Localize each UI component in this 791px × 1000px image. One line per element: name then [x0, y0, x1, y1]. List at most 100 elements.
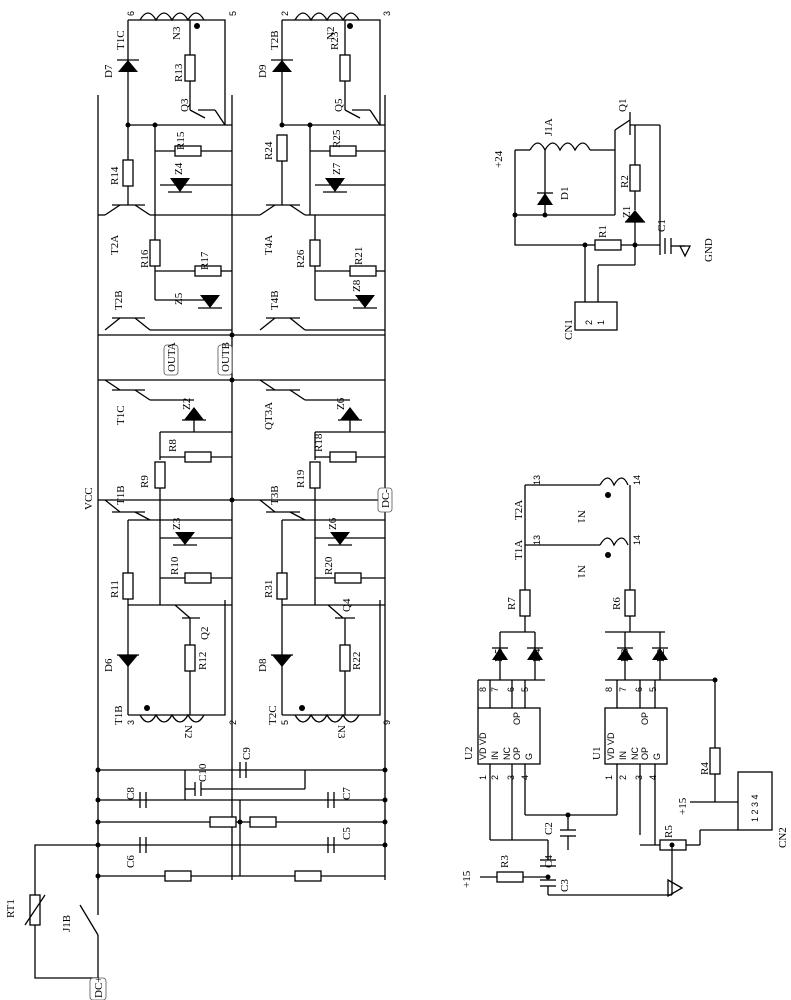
svg-text:G: G	[652, 753, 662, 760]
svg-text:Q3: Q3	[179, 98, 191, 112]
resistor-r31	[276, 572, 288, 600]
zener-z8	[315, 295, 377, 309]
svg-text:R19: R19	[295, 469, 307, 488]
svg-text:C5: C5	[341, 827, 353, 840]
svg-text:C10: C10	[197, 763, 209, 782]
winding-n3-top	[139, 12, 205, 29]
svg-text:R17: R17	[199, 251, 211, 270]
resistor-r8	[184, 451, 212, 463]
svg-text:OP: OP	[512, 712, 522, 725]
svg-text:8: 8	[604, 687, 614, 692]
svg-text:T1A: T1A	[513, 540, 525, 560]
svg-text:Q1: Q1	[617, 99, 629, 112]
svg-text:Z6: Z6	[327, 517, 339, 530]
svg-text:T1C: T1C	[115, 30, 127, 50]
svg-text:R31: R31	[263, 580, 275, 598]
svg-text:C4: C4	[543, 855, 555, 868]
transistor-t4b	[259, 317, 385, 331]
svg-text:4: 4	[520, 775, 530, 780]
svg-text:5: 5	[228, 11, 238, 16]
svg-text:R22: R22	[351, 652, 363, 670]
svg-text:9: 9	[382, 720, 392, 725]
svg-text:NC: NC	[630, 747, 640, 760]
svg-text:1: 1	[478, 775, 488, 780]
svg-text:5: 5	[520, 687, 530, 692]
diode-d6	[117, 605, 139, 715]
svg-text:D7: D7	[103, 64, 115, 78]
svg-text:8: 8	[478, 687, 488, 692]
zener-z4	[154, 125, 232, 215]
resistor-r13	[184, 54, 196, 82]
svg-text:3: 3	[506, 775, 516, 780]
svg-text:D9: D9	[257, 64, 269, 78]
svg-text:Z1: Z1	[621, 206, 633, 218]
winding-n3-bottom	[294, 705, 360, 723]
svg-text:5: 5	[648, 687, 658, 692]
svg-text:C9: C9	[241, 747, 253, 760]
svg-text:T1B: T1B	[115, 485, 127, 505]
svg-text:T2A: T2A	[109, 235, 121, 255]
transistor-t1c	[104, 379, 151, 401]
zener-z7	[309, 125, 385, 215]
svg-text:R20: R20	[323, 556, 335, 575]
diode-d7	[117, 45, 139, 125]
svg-text:6: 6	[634, 687, 644, 692]
resistor-r24	[276, 134, 288, 162]
resistor-r21	[349, 265, 377, 277]
resistor-r22	[339, 644, 351, 672]
svg-text:T4B: T4B	[269, 290, 281, 310]
label-15v-b: +15	[677, 797, 689, 815]
label-vcc: VCC	[83, 487, 95, 510]
zener-z6-lower	[315, 532, 385, 546]
svg-text:C8: C8	[125, 787, 137, 800]
svg-text:R15: R15	[175, 131, 187, 150]
labels: VCC OUTA OUTB DC- DC+ RT1 J1B J1A GND +2…	[5, 11, 789, 998]
svg-text:C2: C2	[543, 822, 555, 835]
label-dc-plus: DC+	[93, 977, 105, 998]
capacitor-bank	[139, 762, 335, 882]
svg-text:Q4: Q4	[341, 598, 353, 612]
resistor-r26	[309, 239, 321, 267]
svg-text:6: 6	[506, 687, 516, 692]
label-gnd: GND	[703, 238, 715, 262]
svg-text:C7: C7	[341, 787, 353, 800]
label-cn2: CN2	[777, 827, 789, 848]
zener-z5	[155, 295, 222, 309]
svg-text:R25: R25	[331, 129, 343, 148]
svg-text:IN: IN	[618, 751, 628, 760]
svg-text:13: 13	[532, 475, 542, 485]
svg-text:Z7: Z7	[331, 162, 343, 175]
svg-text:7: 7	[490, 687, 500, 692]
svg-text:N1: N1	[575, 565, 587, 578]
svg-text:13: 13	[532, 535, 542, 545]
resistor-r11	[122, 572, 134, 600]
label-outb: OUTB	[220, 342, 232, 372]
svg-text:R1: R1	[597, 225, 609, 238]
resistor-r14	[122, 159, 134, 187]
svg-text:R13: R13	[173, 63, 185, 82]
svg-text:R16: R16	[139, 249, 151, 268]
svg-text:D1: D1	[559, 187, 571, 200]
svg-text:R6: R6	[611, 597, 623, 610]
resistor-r23	[339, 54, 351, 82]
svg-text:R10: R10	[169, 556, 181, 575]
transistor-t4a	[232, 204, 385, 216]
svg-text:R23: R23	[329, 31, 341, 50]
resistor-r16	[149, 239, 161, 267]
resistor-r19	[309, 461, 321, 489]
svg-text:R3: R3	[499, 855, 511, 868]
svg-text:D6: D6	[103, 658, 115, 672]
relay-driver-section	[514, 112, 692, 331]
svg-text:2: 2	[584, 320, 594, 325]
label-outa: OUTA	[166, 342, 178, 372]
svg-text:Z3: Z3	[171, 517, 183, 530]
svg-text:OP: OP	[640, 747, 650, 760]
svg-text:R24: R24	[263, 141, 275, 160]
svg-text:T4A: T4A	[263, 235, 275, 255]
svg-text:T1C: T1C	[115, 405, 127, 425]
svg-text:R18: R18	[313, 433, 325, 452]
svg-text:1: 1	[604, 775, 614, 780]
transistor-q4	[327, 604, 355, 645]
svg-text:VD VD: VD VD	[606, 732, 616, 760]
